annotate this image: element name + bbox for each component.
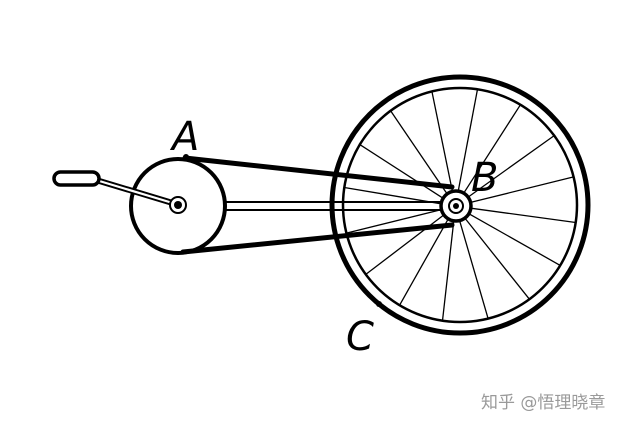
rear-hub-axle xyxy=(453,203,459,209)
wheel-spoke xyxy=(390,110,448,195)
wheel-spoke xyxy=(458,220,489,319)
point-c-label: C xyxy=(346,314,374,360)
wheel-spoke xyxy=(468,213,561,266)
wheel-spoke xyxy=(464,217,530,300)
pedal xyxy=(52,170,101,187)
wheel-spoke xyxy=(463,104,521,194)
wheel-spoke xyxy=(346,208,442,234)
wheel-spoke xyxy=(359,144,444,199)
wheel-spoke xyxy=(467,135,555,198)
chain-lower-run xyxy=(180,222,455,255)
wheel-spoke xyxy=(431,91,454,192)
crank-arm xyxy=(93,177,179,207)
wheel-spoke xyxy=(470,176,574,204)
wheel-spoke xyxy=(344,186,442,205)
rear-wheel-tire xyxy=(329,74,591,336)
point-a-marker xyxy=(183,154,189,160)
wheel-spoke xyxy=(399,218,449,306)
chain-upper-run xyxy=(182,155,455,190)
wheel-spoke xyxy=(457,89,479,192)
front-hub-axle xyxy=(174,201,182,209)
chain xyxy=(180,155,455,255)
wheel-spoke xyxy=(365,214,445,275)
point-c-marker xyxy=(376,301,382,307)
watermark: 知乎 @悟理晓章 xyxy=(481,393,606,413)
wheel-spokes xyxy=(344,89,576,321)
point-a-label: A xyxy=(169,114,199,160)
wheel-spoke xyxy=(470,207,576,224)
point-b-label: B xyxy=(471,155,498,201)
wheel-spoke xyxy=(441,220,455,321)
rear-wheel-rim xyxy=(341,86,579,324)
